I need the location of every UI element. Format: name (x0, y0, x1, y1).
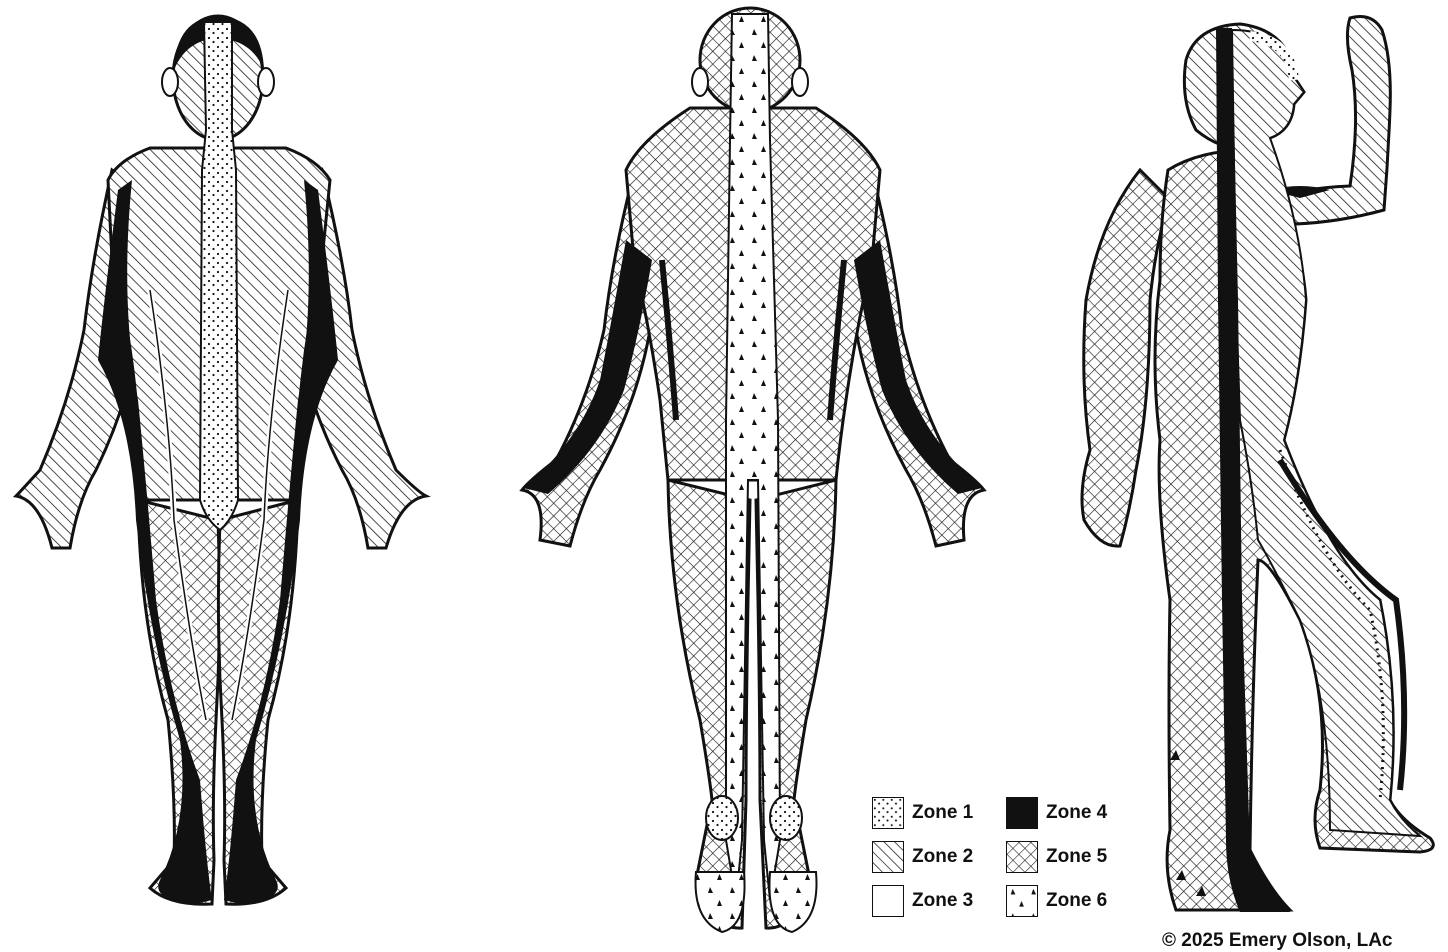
side-zone2-region (1232, 30, 1420, 836)
zone4-swatch (1006, 797, 1038, 829)
legend-item-zone3: Zone 3 (872, 884, 973, 918)
legend-label-zone4: Zone 4 (1046, 802, 1107, 824)
legend-label-zone6: Zone 6 (1046, 890, 1107, 912)
front-zone1-strip (200, 22, 238, 530)
legend-item-zone4: Zone 4 (1006, 796, 1107, 830)
legend-label-zone5: Zone 5 (1046, 846, 1107, 868)
legend-label-zone1: Zone 1 (912, 802, 973, 824)
legend-item-zone6: Zone 6 (1006, 884, 1107, 918)
back-figure (522, 8, 984, 932)
copyright-notice: © 2025 Emery Olson, LAc (1162, 930, 1393, 952)
legend: Zone 1 Zone 2 Zone 3 Zone 4 Zone 5 Zone … (872, 796, 1132, 926)
zone5-swatch (1006, 841, 1038, 873)
back-left-heel (706, 796, 738, 840)
zone3-swatch (872, 885, 904, 917)
legend-item-zone1: Zone 1 (872, 796, 973, 830)
side-figure (1082, 17, 1433, 913)
legend-item-zone2: Zone 2 (872, 840, 973, 874)
zone1-swatch (872, 797, 904, 829)
legend-item-zone5: Zone 5 (1006, 840, 1107, 874)
back-right-heel (770, 796, 802, 840)
legend-label-zone3: Zone 3 (912, 890, 973, 912)
legend-label-zone2: Zone 2 (912, 846, 973, 868)
front-figure (16, 16, 426, 904)
zone6-swatch (1006, 885, 1038, 917)
zone2-swatch (872, 841, 904, 873)
